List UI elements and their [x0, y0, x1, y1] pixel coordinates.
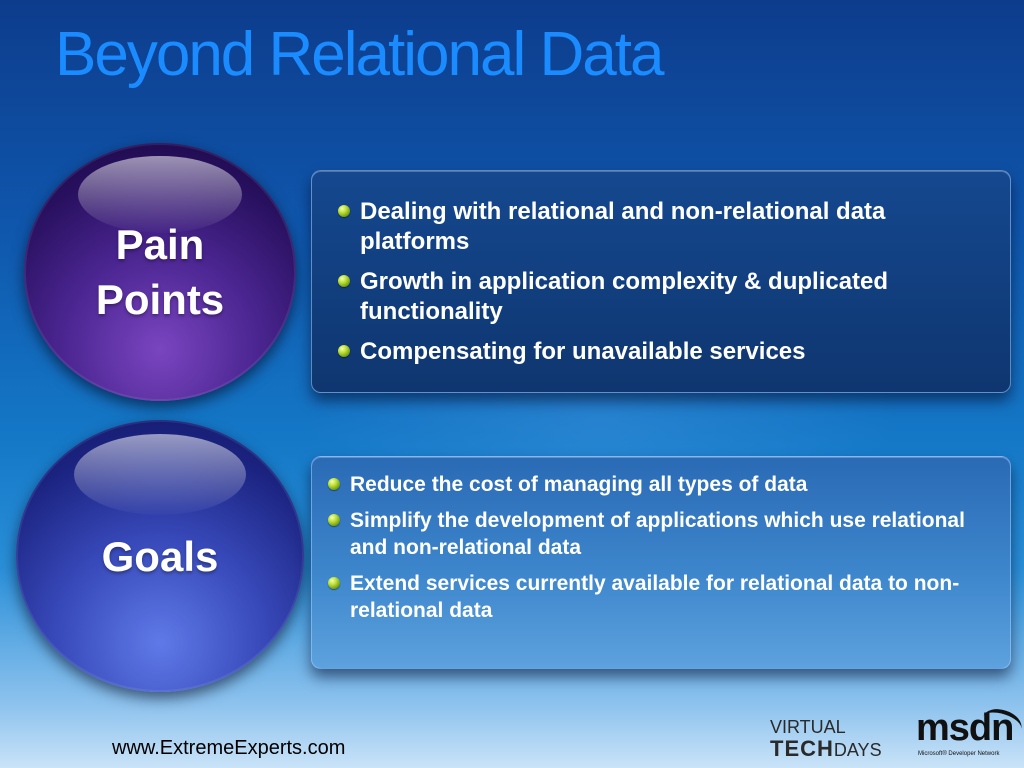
virtual-techdays-line2: TECHDAYS: [770, 738, 882, 761]
list-item: Dealing with relational and non-relation…: [338, 197, 990, 257]
msdn-subtitle: Microsoft® Developer Network: [918, 751, 1000, 757]
goals-label: Goals: [101, 532, 219, 580]
pain-points-panel: Dealing with relational and non-relation…: [311, 170, 1011, 393]
list-item-text: Growth in application complexity & dupli…: [360, 268, 889, 325]
list-item: Growth in application complexity & dupli…: [338, 267, 990, 327]
bullet-icon: [338, 205, 350, 217]
list-item-text: Reduce the cost of managing all types of…: [350, 473, 808, 496]
virtual-techdays-days: DAYS: [833, 740, 882, 760]
bullet-icon: [328, 514, 340, 526]
list-item-text: Simplify the development of applications…: [350, 509, 965, 559]
goals-panel: Reduce the cost of managing all types of…: [311, 456, 1011, 669]
msdn-wordmark: msdn: [916, 707, 1014, 749]
virtual-techdays-logo: VIRTUAL TECHDAYS: [770, 718, 910, 762]
bullet-icon: [328, 478, 340, 490]
list-item: Reduce the cost of managing all types of…: [328, 471, 990, 498]
pain-points-list: Dealing with relational and non-relation…: [338, 197, 990, 367]
pain-points-label-line1: Pain: [115, 221, 205, 268]
msdn-logo: msdn Microsoft® Developer Network: [914, 704, 1024, 768]
virtual-techdays-line1: VIRTUAL: [770, 717, 846, 737]
list-item-text: Dealing with relational and non-relation…: [360, 198, 886, 255]
virtual-techdays-tech: TECH: [770, 736, 834, 761]
bullet-icon: [328, 577, 340, 589]
pain-points-label-line2: Points: [95, 276, 225, 323]
slide-title: Beyond Relational Data: [55, 20, 664, 89]
pain-points-orb: Pain Points: [24, 143, 296, 401]
list-item-text: Extend services currently available for …: [350, 572, 960, 622]
goals-list: Reduce the cost of managing all types of…: [328, 471, 990, 624]
list-item: Extend services currently available for …: [328, 570, 990, 624]
list-item-text: Compensating for unavailable services: [360, 338, 806, 365]
bullet-icon: [338, 275, 350, 287]
footer-url: www.ExtremeExperts.com: [112, 737, 346, 759]
list-item: Simplify the development of applications…: [328, 507, 990, 561]
bullet-icon: [338, 345, 350, 357]
list-item: Compensating for unavailable services: [338, 337, 990, 367]
goals-orb: Goals: [16, 420, 304, 692]
